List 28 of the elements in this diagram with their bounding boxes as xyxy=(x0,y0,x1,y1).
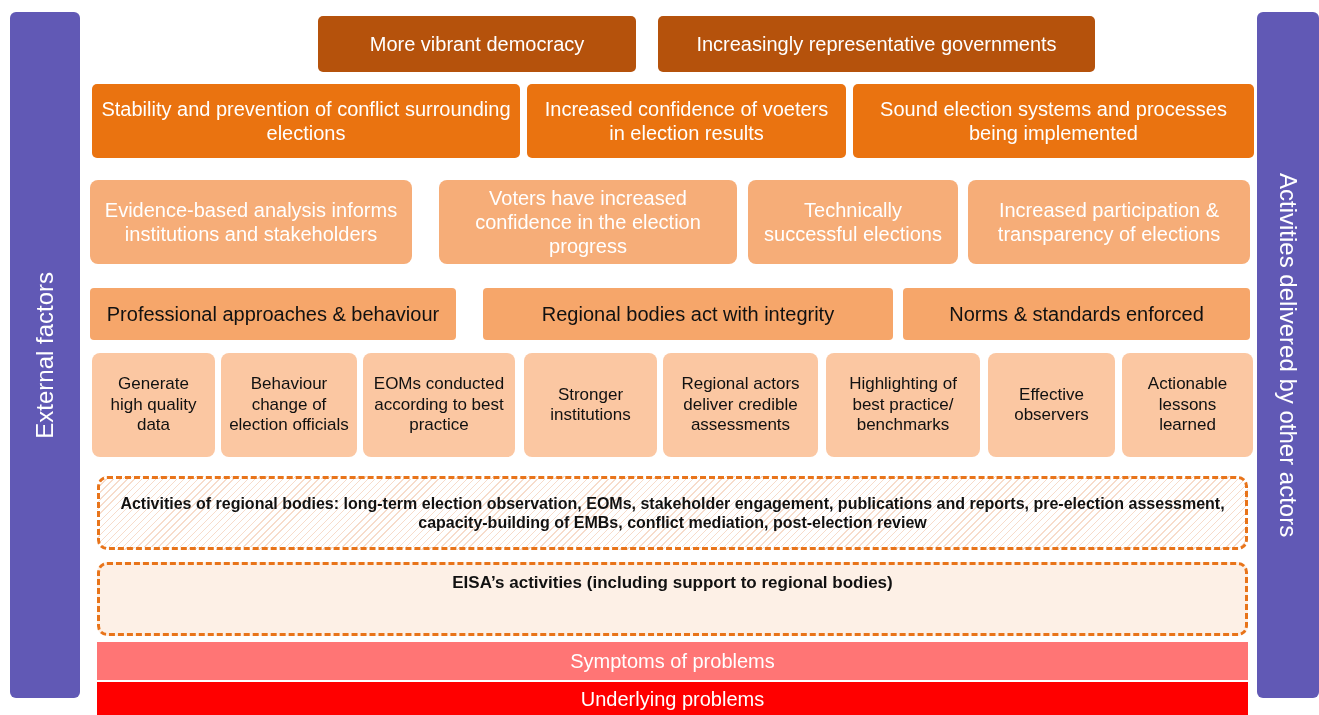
output-box: Actionable lessons learned xyxy=(1122,353,1253,457)
output-box: Highlighting of best practice/ benchmarks xyxy=(826,353,980,457)
side-band xyxy=(10,12,80,698)
impact-box: More vibrant democracy xyxy=(318,16,636,72)
outcome-box: Evidence-based analysis informs institutions and stakeholders xyxy=(90,180,412,264)
output-box: Stronger institutions xyxy=(524,353,657,457)
outcome-box: Increased participation & transparency of elections xyxy=(968,180,1250,264)
outcome-box: Technically successful elections xyxy=(748,180,958,264)
outcome-box: Stability and prevention of conflict surrounding elections xyxy=(92,84,520,158)
output-box: Regional actors deliver credible assessments xyxy=(663,353,818,457)
output-box: Generate high quality data xyxy=(92,353,215,457)
outcome-box: Voters have increased confidence in the election progress xyxy=(439,180,737,264)
outcome-box: Regional bodies act with integrity xyxy=(483,288,893,340)
problem-bar: Symptoms of problems xyxy=(97,642,1248,680)
problem-bar: Underlying problems xyxy=(97,682,1248,715)
outcome-box: Sound election systems and processes being implemented xyxy=(853,84,1254,158)
side-band xyxy=(1257,12,1319,698)
outcome-box: Norms & standards enforced xyxy=(903,288,1250,340)
outcome-box: Professional approaches & behaviour xyxy=(90,288,456,340)
output-box: EOMs conducted according to best practice xyxy=(363,353,515,457)
output-box: Effective observers xyxy=(988,353,1115,457)
impact-box: Increasingly representative governments xyxy=(658,16,1095,72)
outcome-box: Increased confidence of voeters in election results xyxy=(527,84,846,158)
activity-panel: EISA’s activities (including support to regional bodies) xyxy=(97,562,1248,636)
band-label: External factors xyxy=(30,271,59,439)
band-label: Activities delivered by other actors xyxy=(1274,172,1303,538)
output-box: Behaviour change of election officials xyxy=(221,353,357,457)
activity-panel: Activities of regional bodies: long-term election observation, EOMs, stakeholder engagement, publications and reports, pre-election assessment, capacity-building of EMBs, conflict mediation, post-election review xyxy=(97,476,1248,550)
